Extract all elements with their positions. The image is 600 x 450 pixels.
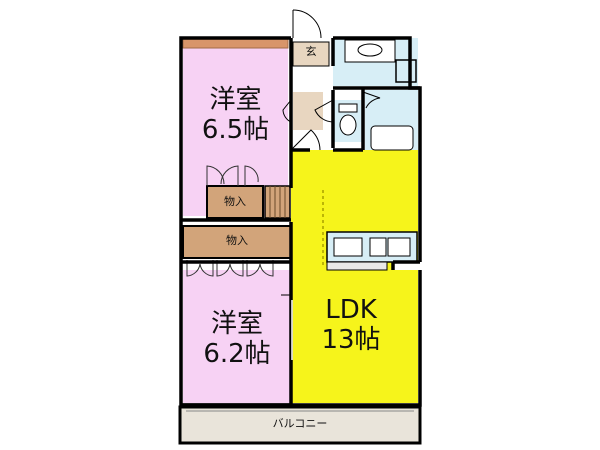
ldk-name: LDK [325, 295, 377, 325]
ldk-room [291, 150, 418, 403]
genkan-step [293, 92, 323, 130]
ldk-size: 13帖 [321, 324, 381, 355]
western-room-lower-label: 洋室 6.2帖 [183, 309, 291, 370]
storage-upper-label: 物入 [224, 195, 246, 208]
kitchen-counter [326, 231, 418, 271]
toilet [338, 103, 358, 136]
washbasin [344, 39, 396, 63]
shelf-strip [264, 185, 291, 219]
storage-upper [206, 185, 264, 219]
ldk-label: LDK 13帖 [296, 295, 406, 356]
entrance [292, 41, 330, 67]
storage-lower-label: 物入 [226, 234, 248, 247]
balcony [178, 405, 422, 445]
door-swings [281, 91, 381, 296]
closet-doors-lower [186, 260, 274, 277]
washing-machine [395, 59, 417, 83]
walls [179, 36, 422, 407]
balcony-label: バルコニー [272, 417, 328, 430]
bathtub [370, 125, 414, 151]
western-room-upper-size: 6.5帖 [201, 114, 270, 145]
western-room-lower-name: 洋室 [210, 309, 263, 339]
entrance-door [292, 9, 322, 39]
entrance-label: 玄 [305, 45, 317, 58]
western-room-upper-name: 洋室 [209, 85, 262, 115]
western-room-lower-size: 6.2帖 [203, 338, 271, 369]
western-room-lower [183, 270, 291, 403]
closet-doors-upper [206, 165, 259, 186]
storage-lower [182, 225, 292, 259]
western-room-upper-label: 洋室 6.5帖 [183, 85, 288, 146]
